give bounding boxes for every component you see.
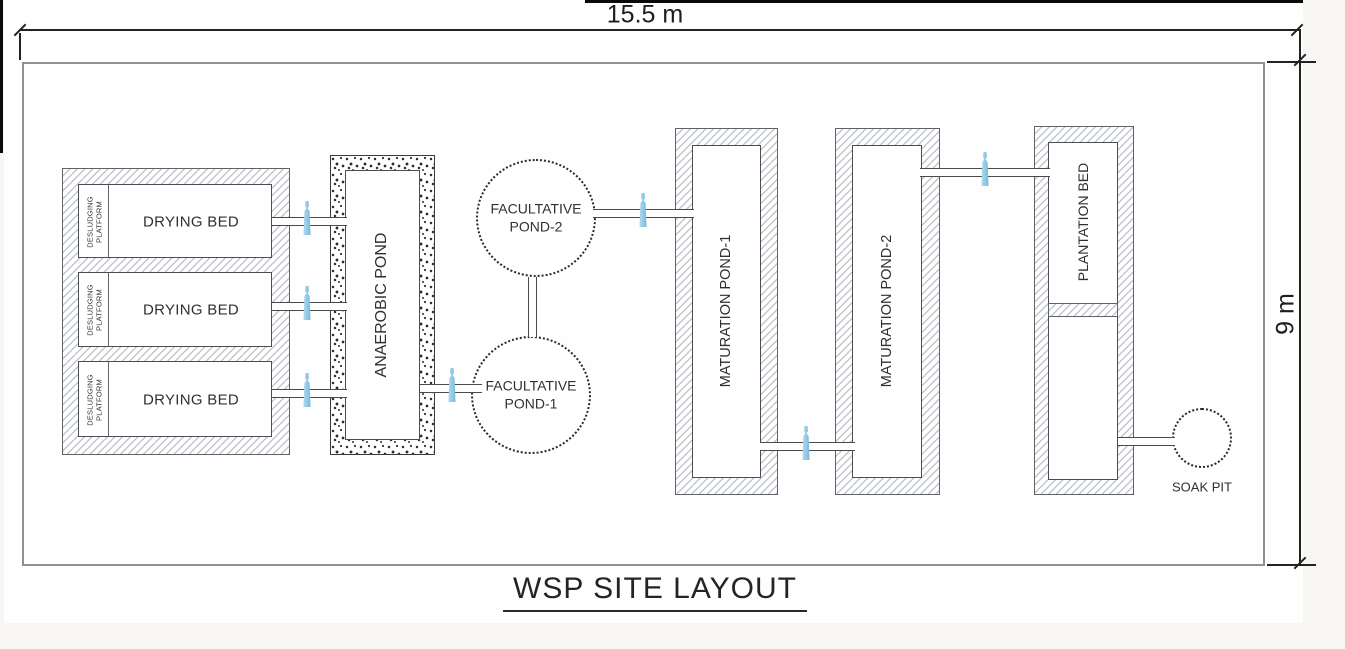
flow-valve-icon: [981, 152, 989, 186]
drying-bed-3: DESLUDGING PLATFORM DRYING BED: [78, 361, 272, 437]
desludging-platform-2: [79, 273, 109, 346]
flow-valve-icon: [303, 373, 311, 407]
pipe-plantation-soakpit: [1118, 436, 1175, 446]
plantation-bed-divider: [1048, 303, 1118, 317]
maturation-pond-1-label: MATURATION POND-1: [718, 234, 734, 388]
facultative-pond-2-label: FACULTATIVE POND-2: [490, 200, 582, 235]
top-dimension-label: 15.5 m: [606, 0, 684, 29]
right-dimension-line: [1299, 29, 1301, 564]
plantation-bed-label: PLANTATION BED: [1075, 162, 1091, 282]
anaerobic-pond-label: ANAEROBIC POND: [373, 232, 390, 378]
maturation-pond-2-label: MATURATION POND-2: [879, 234, 895, 388]
top-dimension-line: [20, 29, 1300, 31]
drawing-title: WSP SITE LAYOUT: [503, 572, 807, 612]
flow-valve-icon: [448, 368, 456, 402]
drying-bed-label: DRYING BED: [142, 391, 240, 409]
flow-valve-icon: [802, 426, 810, 460]
flow-valve-icon: [639, 193, 647, 227]
right-dimension-label: 9 m: [1271, 293, 1300, 335]
drying-bed-1: DESLUDGING PLATFORM DRYING BED: [78, 184, 272, 258]
scan-artifact-top: [585, 0, 1303, 3]
scan-artifact-left: [0, 0, 3, 153]
pipe-facultative2-facultative1: [528, 277, 537, 337]
drying-bed-2: DESLUDGING PLATFORM DRYING BED: [78, 272, 272, 347]
drying-bed-label: DRYING BED: [142, 213, 240, 231]
extension-line: [1267, 564, 1316, 566]
flow-valve-icon: [303, 201, 311, 235]
anaerobic-pond: [345, 170, 420, 440]
site-boundary: [22, 62, 1265, 566]
drying-bed-label: DRYING BED: [142, 301, 240, 319]
soak-pit: [1172, 408, 1232, 468]
facultative-pond-1-label: FACULTATIVE POND-1: [485, 377, 577, 412]
facultative-pond-1: [471, 336, 591, 454]
desludging-platform-3: [79, 362, 109, 436]
flow-valve-icon: [303, 286, 311, 320]
desludging-platform-1: [79, 185, 109, 257]
soak-pit-label: SOAK PIT: [1172, 479, 1232, 495]
maturation-pond-1: [692, 145, 761, 478]
facultative-pond-2: [476, 159, 596, 277]
extension-line: [19, 33, 21, 60]
extension-line: [1267, 61, 1316, 63]
maturation-pond-2: [852, 145, 922, 478]
